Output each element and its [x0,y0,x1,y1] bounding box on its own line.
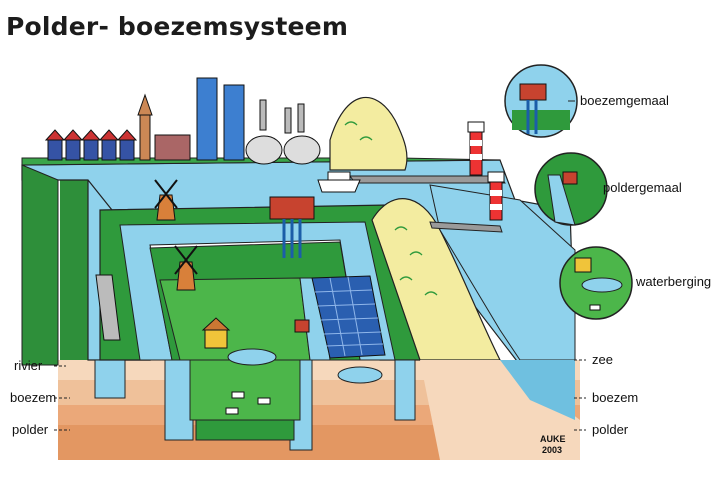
farm-building [201,317,231,349]
label-rivier-left: rivier [14,358,43,373]
dunes [329,96,580,460]
signature-year: 2003 [542,445,562,455]
callout-boezemgemaal [504,64,578,138]
poldergemaal-building [294,319,310,333]
callout-waterberging [559,246,633,320]
callout-label-waterberging: waterberging [635,274,711,289]
label-zee-right: zee [592,352,613,367]
windmill-icon [154,179,198,291]
greenhouses [311,275,386,384]
cows [225,391,271,415]
boezemgemaal-building [269,196,315,258]
signature-name: AUKE [540,434,566,444]
label-polder-right: polder [592,422,629,437]
label-boezem-left: boezem [10,390,56,405]
callout-label-boezemgemaal: boezemgemaal [580,93,669,108]
lighthouse-icon [467,121,505,221]
barge-icon [95,274,121,341]
callout-poldergemaal [534,152,608,226]
town-skyline [44,77,321,165]
page-title: Polder- boezemsysteem [6,12,349,41]
leader-lines [54,359,586,431]
callout-label-poldergemaal: poldergemaal [603,180,682,195]
ferry-icon [317,171,361,193]
label-boezem-right: boezem [592,390,638,405]
label-polder-left: polder [12,422,49,437]
